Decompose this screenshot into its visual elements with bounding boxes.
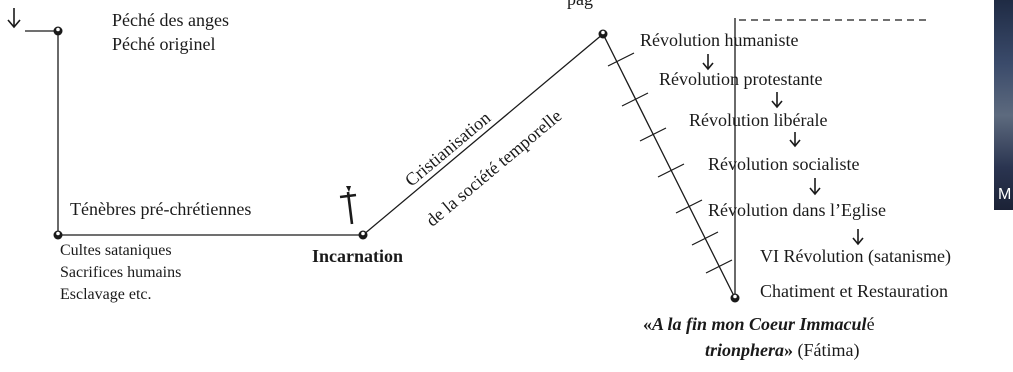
path-revolution xyxy=(602,33,736,299)
down-arrow-icon xyxy=(702,54,714,71)
down-arrow-icons xyxy=(7,8,864,246)
down-arrow-icon xyxy=(789,132,801,148)
quote-text-2: trionphera xyxy=(705,340,785,360)
dagger-cross-icon xyxy=(339,186,357,225)
timeline-path xyxy=(25,18,736,299)
label-human-sacrifices: Sacrifices humains xyxy=(60,264,182,281)
quote-text-1: A la fin mon Coeur Immacul xyxy=(652,314,867,334)
node-dot-icon xyxy=(358,230,368,240)
timeline-nodes xyxy=(53,26,740,303)
label-revolution-humanist: Révolution humaniste xyxy=(640,30,799,50)
path-christianisation xyxy=(362,33,604,236)
node-dot-icon xyxy=(730,293,740,303)
quote-tail-1: é xyxy=(866,314,875,334)
thumbnail-letter: M xyxy=(998,186,1012,203)
label-chastisement-restoration: Chatiment et Restauration xyxy=(760,281,948,301)
label-sin-of-angels: Péché des anges xyxy=(112,10,229,30)
book-cover-image xyxy=(994,0,1013,210)
label-incarnation: Incarnation xyxy=(312,246,404,266)
quote-close: » xyxy=(784,340,794,360)
label-revolution-socialist: Révolution socialiste xyxy=(708,154,860,174)
label-top-cut: pag xyxy=(567,0,593,9)
label-pre-christian-darkness: Ténèbres pré-chrétiennes xyxy=(70,199,252,219)
fatima-quote-line2: trionphera» (Fátima) xyxy=(705,340,860,360)
label-revolution-church: Révolution dans l’Eglise xyxy=(708,200,886,220)
label-original-sin: Péché originel xyxy=(112,34,216,54)
node-dot-icon xyxy=(53,26,63,36)
revolution-ticks xyxy=(607,52,733,274)
down-arrow-icon xyxy=(809,178,821,196)
quote-source: (Fátima) xyxy=(793,340,860,360)
label-revolution-liberal: Révolution libérale xyxy=(689,110,828,130)
label-revolution-protestant: Révolution protestante xyxy=(659,69,823,89)
down-arrow-icon xyxy=(7,8,21,29)
node-dot-icon xyxy=(53,230,63,240)
down-arrow-icon xyxy=(852,229,864,246)
quote-open: « xyxy=(643,314,652,334)
label-satanic-cults: Cultes sataniques xyxy=(60,242,172,259)
label-slavery: Esclavage etc. xyxy=(60,286,152,303)
down-arrow-icon xyxy=(771,92,783,109)
node-dot-icon xyxy=(598,29,608,39)
label-revolution-satanism: VI Révolution (satanisme) xyxy=(760,246,951,266)
fatima-quote-line1: «A la fin mon Coeur Immaculé xyxy=(643,314,875,334)
